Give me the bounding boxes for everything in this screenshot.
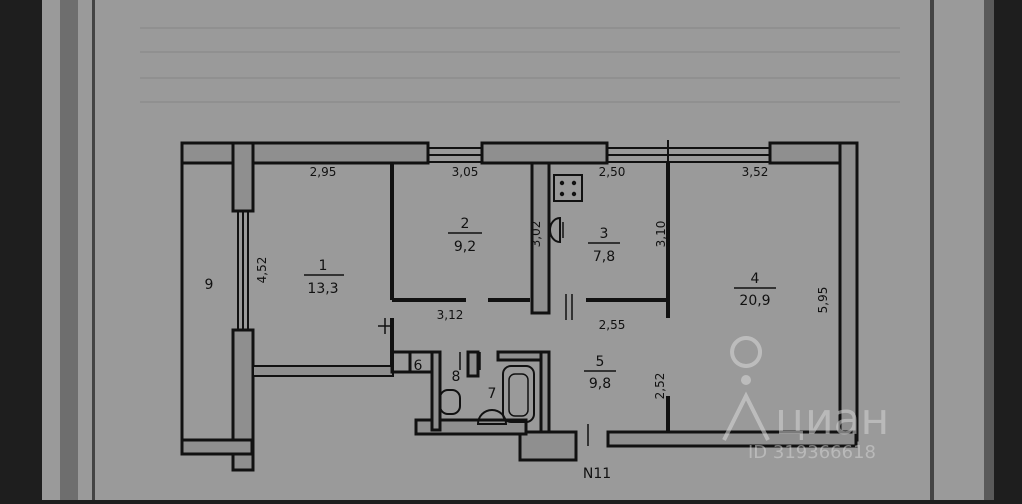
entrance-label: N11 bbox=[583, 466, 611, 482]
room-7-number: 7 bbox=[488, 386, 497, 402]
dim-room4-depth: 5,95 bbox=[816, 287, 830, 314]
room-1-label: 1 13,3 bbox=[304, 258, 344, 297]
stove-icon bbox=[553, 174, 583, 202]
dim-hall-depth: 2,52 bbox=[653, 373, 667, 400]
toilet-icon bbox=[439, 389, 461, 415]
room-number: 5 bbox=[596, 354, 605, 370]
watermark-id: ID 319366618 bbox=[748, 442, 876, 463]
room-area: 20,9 bbox=[739, 293, 770, 309]
door-marks bbox=[378, 294, 589, 446]
room-number: 1 bbox=[319, 258, 328, 274]
room-2-label: 2 9,2 bbox=[448, 216, 482, 255]
watermark-brand: циан bbox=[775, 394, 889, 445]
bathtub-icon bbox=[502, 365, 535, 423]
walls bbox=[180, 141, 859, 472]
room-9-number: 9 bbox=[205, 277, 214, 293]
windows bbox=[237, 140, 770, 330]
room-4-label: 4 20,9 bbox=[734, 271, 776, 309]
dim-room1-length: 4,52 bbox=[255, 257, 269, 284]
cian-watermark: циан ID 319366618 bbox=[722, 336, 889, 463]
room-8-number: 8 bbox=[452, 369, 461, 385]
dim-room2-width: 3,05 bbox=[452, 165, 479, 179]
room-3-label: 3 7,8 bbox=[588, 226, 620, 265]
dim-room3-width: 2,50 bbox=[599, 165, 626, 179]
sink-icon bbox=[549, 216, 561, 244]
room-number: 4 bbox=[751, 271, 760, 287]
location-pin-icon bbox=[722, 336, 770, 441]
room-number: 2 bbox=[461, 216, 470, 232]
dim-room3-depth: 3,10 bbox=[654, 221, 668, 248]
room-6-number: 6 bbox=[414, 358, 423, 374]
room-number: 3 bbox=[600, 226, 609, 242]
sanitary-block bbox=[390, 350, 551, 434]
dim-room1-width: 2,95 bbox=[310, 165, 337, 179]
dim-room4-width: 3,52 bbox=[742, 165, 769, 179]
room-area: 13,3 bbox=[307, 281, 338, 297]
dim-room3-bottom: 2,55 bbox=[599, 318, 626, 332]
room-area: 9,2 bbox=[454, 239, 476, 255]
room-area: 9,8 bbox=[589, 376, 611, 392]
dim-room2-bottom: 3,12 bbox=[437, 308, 464, 322]
shaft-wall bbox=[530, 161, 551, 315]
dim-room2-depth: 3,02 bbox=[529, 221, 543, 248]
basin-icon bbox=[476, 409, 508, 425]
room-area: 7,8 bbox=[593, 249, 615, 265]
room-5-label: 5 9,8 bbox=[584, 354, 616, 392]
